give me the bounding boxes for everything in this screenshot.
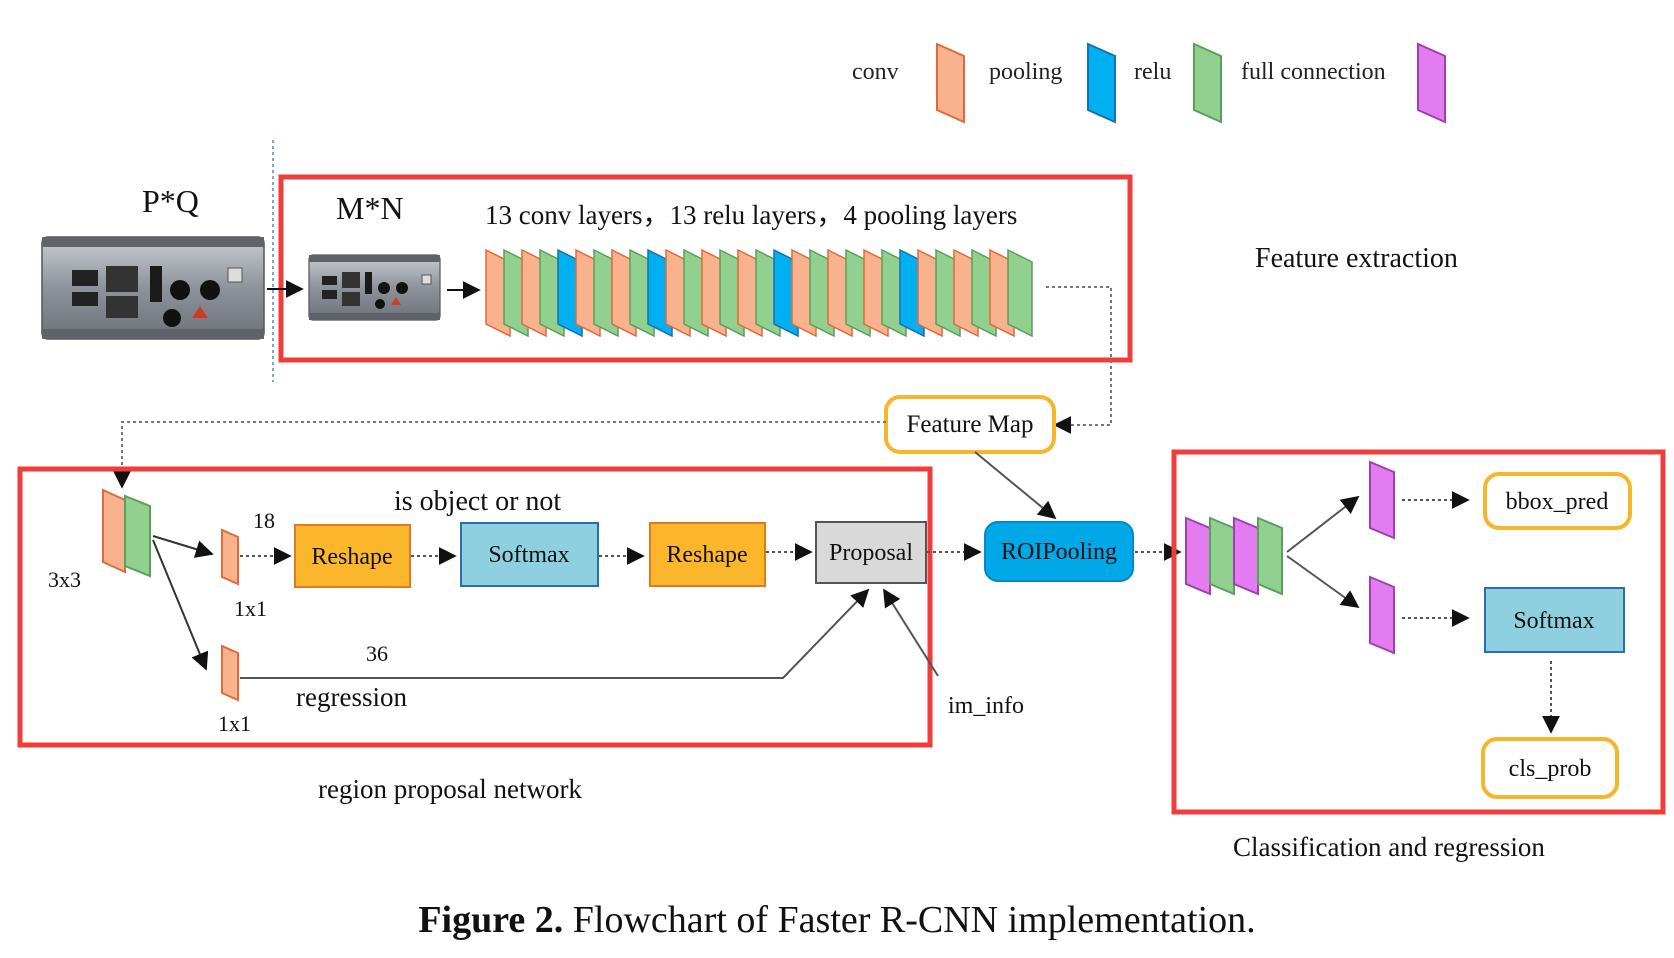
- legend-label-full-connection: full connection: [1241, 59, 1386, 85]
- roi-pooling-label: ROIPooling: [1001, 539, 1117, 565]
- legend-label-relu: relu: [1134, 59, 1171, 85]
- im-info-label: im_info: [948, 693, 1024, 719]
- resized-size-label: M*N: [336, 190, 404, 226]
- proposal-label: Proposal: [829, 540, 913, 566]
- feature-map-label: Feature Map: [906, 411, 1033, 438]
- cls-size-label: 1x1: [234, 596, 267, 621]
- bbox-fc-layer: [1369, 460, 1395, 540]
- feature-map-node: [884, 395, 1056, 454]
- layers-description: 13 conv layers，13 relu layers，4 pooling …: [485, 200, 1017, 230]
- rpn-frame: [17, 466, 933, 748]
- figure-caption: Figure 2. Flowchart of Faster R-CNN impl…: [0, 898, 1674, 942]
- arrow-fc-to-cls-branch: [1286, 555, 1360, 609]
- rpn-relu: [124, 494, 151, 578]
- regression-label: regression: [296, 682, 407, 712]
- arrow-feature-map-to-rpn: [113, 421, 886, 489]
- legend: conv pooling relu full connection: [852, 42, 1446, 124]
- fc-layer-2: [1233, 516, 1259, 596]
- conv-layer-stack: [485, 248, 1033, 338]
- legend-label-conv: conv: [852, 59, 899, 85]
- classification-frame: [1171, 449, 1666, 815]
- input-size-label: P*Q: [142, 183, 199, 219]
- legend-swatch-pooling: [1087, 42, 1116, 124]
- reshape2-label: Reshape: [666, 542, 747, 568]
- reg-size-label: 1x1: [218, 711, 251, 736]
- reshape1-label: Reshape: [311, 544, 392, 570]
- fc-relu-1: [1209, 516, 1235, 596]
- feature-extraction-label: Feature extraction: [1255, 243, 1458, 274]
- cls-channels-label: 18: [253, 508, 275, 533]
- resized-image-device: [308, 254, 441, 321]
- arrow-rpn-to-reg-branch: [152, 539, 209, 671]
- rpn-softmax-label: Softmax: [488, 542, 569, 568]
- legend-swatch-relu: [1193, 42, 1222, 124]
- reg-channels-label: 36: [366, 641, 388, 666]
- reshape1-node: [294, 524, 411, 588]
- rpn-softmax-node: [460, 522, 599, 587]
- figure-number: Figure 2.: [418, 899, 564, 941]
- is-object-label: is object or not: [394, 486, 561, 517]
- reg-conv-1x1: [221, 644, 239, 702]
- rpn-section-label: region proposal network: [318, 774, 582, 804]
- input-image-device: [41, 236, 265, 340]
- arrow-regression-to-proposal: [240, 588, 870, 679]
- bbox-pred-node: [1483, 472, 1632, 530]
- fc-layer-1: [1185, 516, 1211, 596]
- legend-label-pooling: pooling: [989, 59, 1062, 85]
- fc-relu-2: [1257, 516, 1283, 596]
- reshape2-node: [649, 522, 766, 587]
- bbox-pred-label: bbox_pred: [1506, 489, 1609, 515]
- arrow-im-info-to-proposal: [883, 588, 939, 677]
- cls-softmax-node: [1484, 587, 1625, 653]
- cls-prob-node: [1481, 737, 1619, 799]
- cls-fc-layer: [1369, 575, 1395, 655]
- rpn-kernel-label: 3x3: [48, 567, 81, 592]
- legend-swatch-conv: [936, 42, 965, 124]
- arrow-layers-to-feature-map: [1046, 286, 1112, 434]
- rpn-conv-3x3: [102, 488, 126, 574]
- cls-prob-label: cls_prob: [1509, 756, 1592, 782]
- arrow-fc-to-bbox-branch: [1286, 495, 1360, 553]
- arrow-rpn-to-cls-branch: [152, 535, 214, 558]
- feature-extraction-frame: [278, 174, 1133, 363]
- proposal-node: [815, 521, 927, 584]
- layer-relu-30: [1007, 248, 1033, 338]
- arrow-feature-map-to-roi: [974, 451, 1057, 520]
- roi-pooling-node: [984, 521, 1134, 582]
- classification-section-label: Classification and regression: [1233, 832, 1545, 862]
- figure-caption-text: Flowchart of Faster R-CNN implementation…: [572, 899, 1256, 941]
- legend-swatch-full-connection: [1417, 42, 1446, 124]
- cls-softmax-label: Softmax: [1513, 608, 1594, 634]
- cls-conv-1x1: [221, 528, 239, 586]
